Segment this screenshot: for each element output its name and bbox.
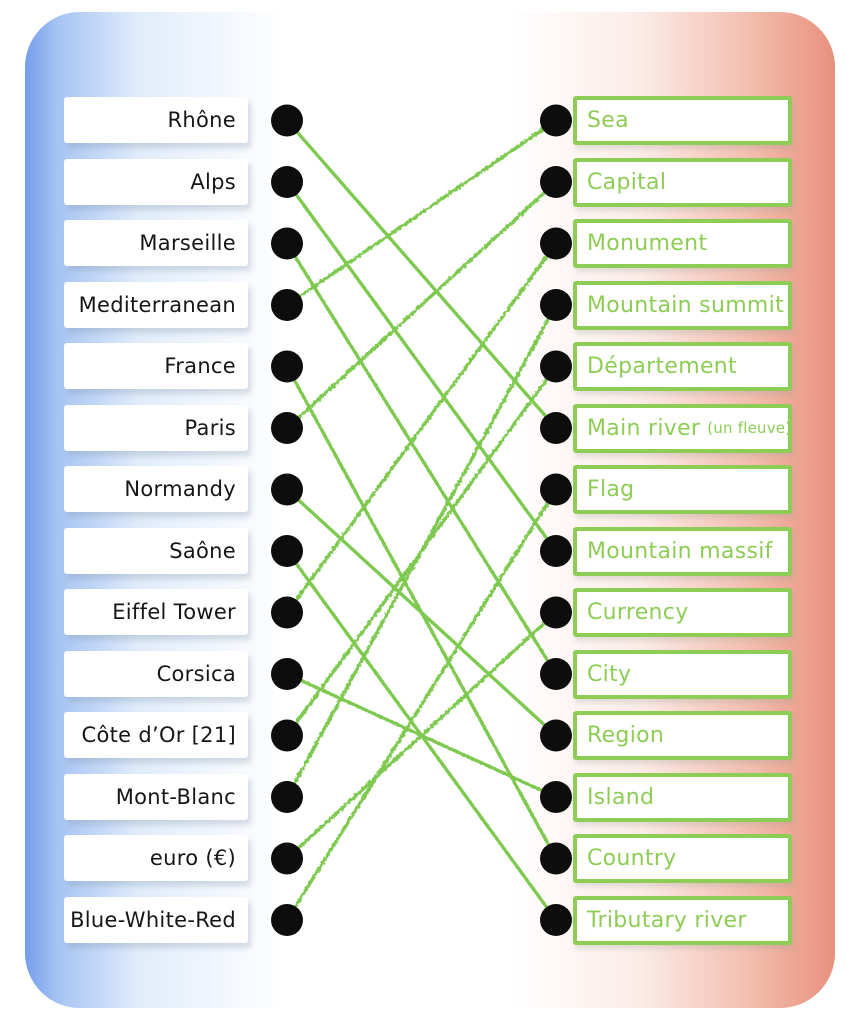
- left-item-marseille[interactable]: Marseille: [64, 220, 248, 266]
- right-dot-region[interactable]: [540, 719, 572, 752]
- right-item-label: Island: [587, 784, 655, 810]
- match-card: Rhône Alps Marseille Mediterranean Franc…: [25, 12, 835, 1008]
- right-item-label: Country: [587, 846, 677, 871]
- right-item-label: Sea: [587, 108, 629, 133]
- right-dot-capital[interactable]: [540, 166, 572, 198]
- right-item-label: Region: [587, 723, 665, 748]
- left-item-paris[interactable]: Paris: [64, 404, 248, 451]
- right-dot-tributary-river[interactable]: [540, 904, 572, 936]
- left-dot-paris[interactable]: [271, 412, 303, 444]
- right-dot-mountain-massif[interactable]: [540, 535, 572, 567]
- right-item-capital[interactable]: Capital: [573, 157, 792, 207]
- left-item-label: Mediterranean: [78, 292, 236, 317]
- left-dot-blue-white-red[interactable]: [271, 904, 303, 936]
- left-dot-eiffel-tower[interactable]: [271, 596, 303, 629]
- right-item-label: Mountain summit: [587, 292, 784, 318]
- left-item-mont-blanc[interactable]: Mont-Blanc: [64, 773, 248, 820]
- connection-line-normandy-region: [285, 487, 558, 738]
- right-item-label: Mountain massif: [587, 538, 773, 564]
- right-item-main-river[interactable]: Main river (un fleuve): [573, 403, 792, 453]
- right-dot-island[interactable]: [540, 781, 572, 813]
- right-dot-mountain-summit[interactable]: [540, 289, 572, 321]
- connection-line-paris-capital: [285, 180, 558, 430]
- left-item-saone[interactable]: Saône: [64, 527, 248, 574]
- left-item-label: euro (€): [149, 846, 236, 870]
- right-item-city[interactable]: City: [573, 649, 792, 699]
- left-column: Rhône Alps Marseille Mediterranean Franc…: [64, 97, 248, 943]
- left-item-label: Mont-Blanc: [115, 784, 236, 809]
- right-dot-departement[interactable]: [540, 350, 572, 383]
- right-item-label: Currency: [587, 600, 689, 625]
- right-item-monument[interactable]: Monument: [573, 219, 792, 268]
- left-dot-rhone[interactable]: [271, 104, 303, 137]
- left-dot-france[interactable]: [271, 350, 303, 383]
- left-dot-cote-dor-21[interactable]: [271, 719, 303, 752]
- right-item-country[interactable]: Country: [573, 834, 792, 883]
- right-item-label: City: [587, 661, 632, 687]
- right-item-tributary-river[interactable]: Tributary river: [573, 895, 792, 945]
- right-item-label: Capital: [587, 169, 667, 195]
- right-item-island[interactable]: Island: [573, 772, 792, 822]
- left-dot-alps[interactable]: [271, 166, 303, 198]
- connection-line-rhone-main-river: [285, 118, 558, 430]
- left-dot-corsica[interactable]: [271, 658, 303, 690]
- left-dot-mont-blanc[interactable]: [271, 781, 303, 813]
- left-item-alps[interactable]: Alps: [64, 158, 248, 205]
- right-dot-city[interactable]: [540, 658, 572, 690]
- left-dot-normandy[interactable]: [271, 473, 303, 506]
- right-item-label: Main river: [587, 415, 701, 441]
- right-item-currency[interactable]: Currency: [573, 588, 792, 637]
- right-dot-sea[interactable]: [540, 104, 572, 137]
- right-dot-main-river[interactable]: [540, 412, 572, 444]
- left-item-label: Alps: [190, 169, 236, 194]
- left-item-blue-white-red[interactable]: Blue-White-Red: [64, 896, 248, 943]
- right-item-region[interactable]: Region: [573, 711, 792, 760]
- left-dot-marseille[interactable]: [271, 227, 303, 260]
- left-item-label: Normandy: [124, 477, 236, 501]
- left-item-label: Saône: [169, 538, 236, 563]
- left-item-label: Eiffel Tower: [112, 600, 236, 624]
- right-item-sea[interactable]: Sea: [573, 96, 792, 145]
- left-item-corsica[interactable]: Corsica: [64, 650, 248, 697]
- right-dot-country[interactable]: [540, 842, 572, 875]
- left-item-normandy[interactable]: Normandy: [64, 466, 248, 512]
- right-item-label: Tributary river: [587, 907, 747, 933]
- right-column: Sea Capital Monument Mountain summit Dép…: [573, 96, 792, 945]
- right-dot-flag[interactable]: [540, 473, 572, 506]
- left-item-label: Marseille: [139, 231, 236, 255]
- connection-line-mont-blanc-mountain-summit: [285, 303, 558, 799]
- left-item-label: France: [164, 354, 236, 378]
- connection-line-euro-currency: [285, 610, 558, 861]
- left-item-france[interactable]: France: [64, 343, 248, 389]
- left-item-cote-dor-21[interactable]: Côte d’Or [21]: [64, 712, 248, 758]
- left-item-label: Rhône: [167, 108, 236, 132]
- left-item-rhone[interactable]: Rhône: [64, 97, 248, 143]
- left-item-euro[interactable]: euro (€): [64, 835, 248, 881]
- left-dot-saone[interactable]: [271, 535, 303, 567]
- right-item-mountain-summit[interactable]: Mountain summit: [573, 280, 792, 330]
- left-item-mediterranean[interactable]: Mediterranean: [64, 281, 248, 328]
- right-dot-monument[interactable]: [540, 227, 572, 260]
- connection-line-blue-white-red-flag: [285, 487, 558, 922]
- right-item-label: Flag: [587, 477, 635, 502]
- connection-line-marseille-city: [285, 241, 558, 676]
- left-item-label: Côte d’Or [21]: [81, 723, 236, 747]
- left-item-eiffel-tower[interactable]: Eiffel Tower: [64, 589, 248, 635]
- right-item-flag[interactable]: Flag: [573, 465, 792, 514]
- connection-line-mediterranean-sea: [285, 118, 558, 307]
- right-item-mountain-massif[interactable]: Mountain massif: [573, 526, 792, 576]
- connection-line-eiffel-tower-monument: [285, 241, 558, 615]
- left-item-label: Blue-White-Red: [70, 907, 236, 932]
- right-item-departement[interactable]: Département: [573, 342, 792, 391]
- right-item-label: Département: [587, 354, 737, 379]
- right-item-note: (un fleuve): [707, 419, 792, 437]
- left-item-label: Corsica: [156, 661, 236, 686]
- connection-line-alps-mountain-massif: [285, 180, 558, 553]
- left-dot-euro[interactable]: [271, 842, 303, 875]
- left-dot-mediterranean[interactable]: [271, 289, 303, 321]
- right-dot-currency[interactable]: [540, 596, 572, 629]
- left-item-label: Paris: [184, 415, 236, 440]
- connections-layer: [271, 104, 572, 936]
- right-item-label: Monument: [587, 231, 708, 256]
